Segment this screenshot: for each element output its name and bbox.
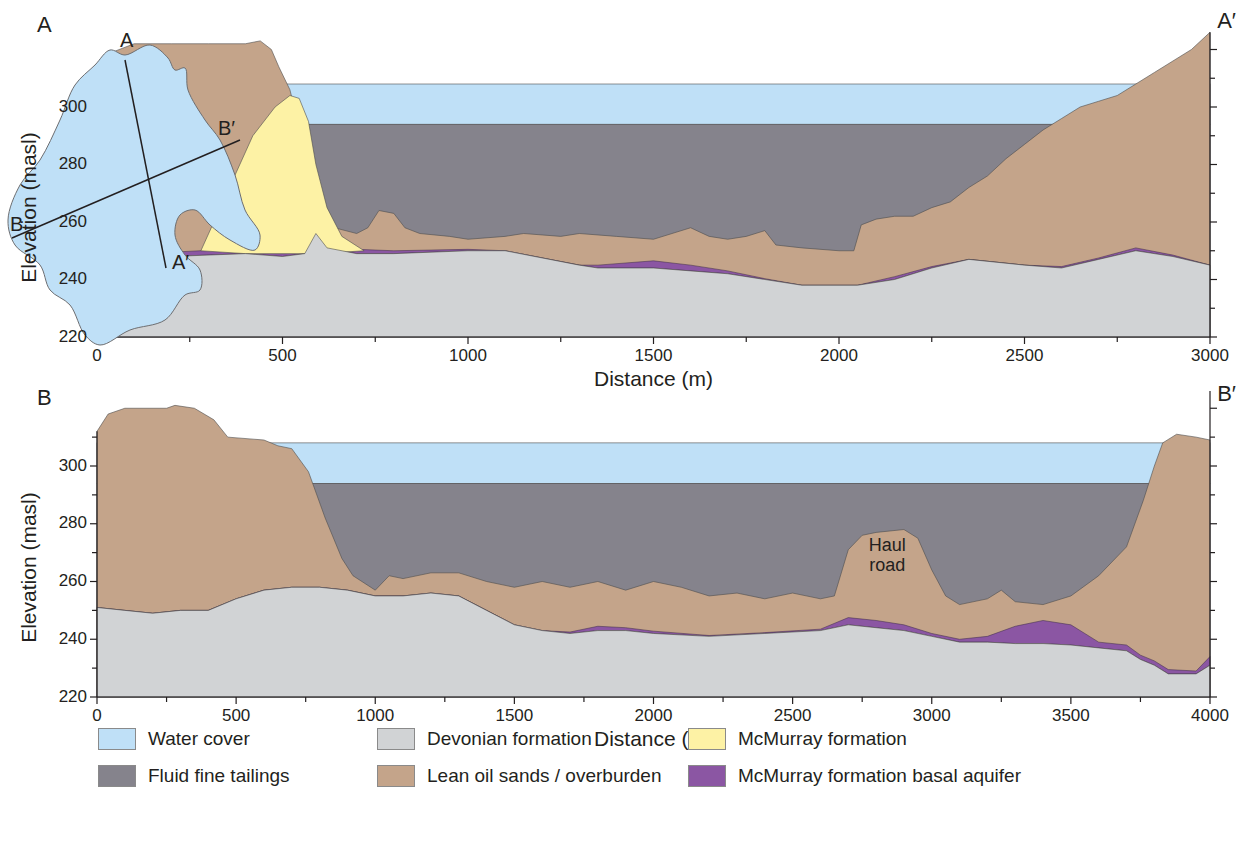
axis-title: Elevation (masl) — [16, 492, 39, 643]
section-end-label: B′ — [1217, 382, 1236, 406]
tick-label: 240 — [59, 270, 87, 289]
overburden-layer — [97, 405, 1210, 697]
legend-swatch — [377, 728, 415, 750]
tick-label: 0 — [92, 707, 101, 726]
tick-label: 0 — [92, 347, 101, 366]
legend-label: Devonian formation — [427, 729, 592, 750]
legend-label: McMurray formation basal aquifer — [738, 766, 1021, 787]
tick-label: 3000 — [913, 707, 951, 726]
axis-title: Distance (m) — [594, 367, 713, 390]
tick-label: 280 — [59, 514, 87, 533]
legend-swatch — [377, 765, 415, 787]
legend-label: McMurray formation — [738, 729, 907, 750]
legend-label: Water cover — [148, 729, 250, 750]
legend-label: Fluid fine tailings — [148, 766, 290, 787]
map-label: B′ — [218, 117, 235, 139]
axes — [90, 32, 1217, 344]
devonian-formation — [97, 234, 1210, 338]
region-label: Haul road — [857, 536, 917, 576]
section-b — [90, 391, 1217, 704]
axis-title: Elevation (masl) — [16, 132, 39, 283]
legend-swatch — [98, 728, 136, 750]
tick-label: 300 — [59, 457, 87, 476]
tick-label: 2500 — [774, 707, 812, 726]
tick-label: 1000 — [356, 707, 394, 726]
legend-swatch — [98, 765, 136, 787]
tick-label: 500 — [268, 347, 296, 366]
tick-label: 500 — [222, 707, 250, 726]
tick-label: 4000 — [1191, 707, 1229, 726]
section-line — [12, 140, 240, 238]
haul-road-region: Haul road — [857, 536, 917, 576]
location-map — [8, 45, 260, 345]
map-label: A′ — [172, 251, 189, 273]
section-end-label: A′ — [1217, 9, 1236, 33]
tick-label: 300 — [59, 98, 87, 117]
tick-label: 3500 — [1052, 707, 1090, 726]
tick-label: 2000 — [635, 707, 673, 726]
section-line — [125, 60, 166, 268]
axes — [90, 391, 1217, 704]
tick-label: 260 — [59, 213, 87, 232]
devonian-formation — [97, 587, 1210, 697]
tick-label: 1000 — [449, 347, 487, 366]
pit-outline — [8, 45, 260, 345]
tick-label: 2500 — [1006, 347, 1044, 366]
tick-label: 2000 — [820, 347, 858, 366]
tick-label: 3000 — [1191, 347, 1229, 366]
legend-swatch — [688, 728, 726, 750]
map-label: A — [120, 29, 133, 51]
tick-label: 240 — [59, 630, 87, 649]
section-a — [90, 32, 1217, 344]
section-end-label: A — [37, 13, 52, 37]
section-end-label: B — [37, 386, 52, 410]
tick-label: 220 — [59, 328, 87, 347]
legend-label: Lean oil sands / overburden — [427, 766, 662, 787]
tick-label: 280 — [59, 155, 87, 174]
overburden-layer — [97, 32, 1210, 337]
tick-label: 1500 — [635, 347, 673, 366]
legend-swatch — [688, 765, 726, 787]
tick-label: 260 — [59, 572, 87, 591]
tick-label: 220 — [59, 688, 87, 707]
tick-label: 1500 — [495, 707, 533, 726]
